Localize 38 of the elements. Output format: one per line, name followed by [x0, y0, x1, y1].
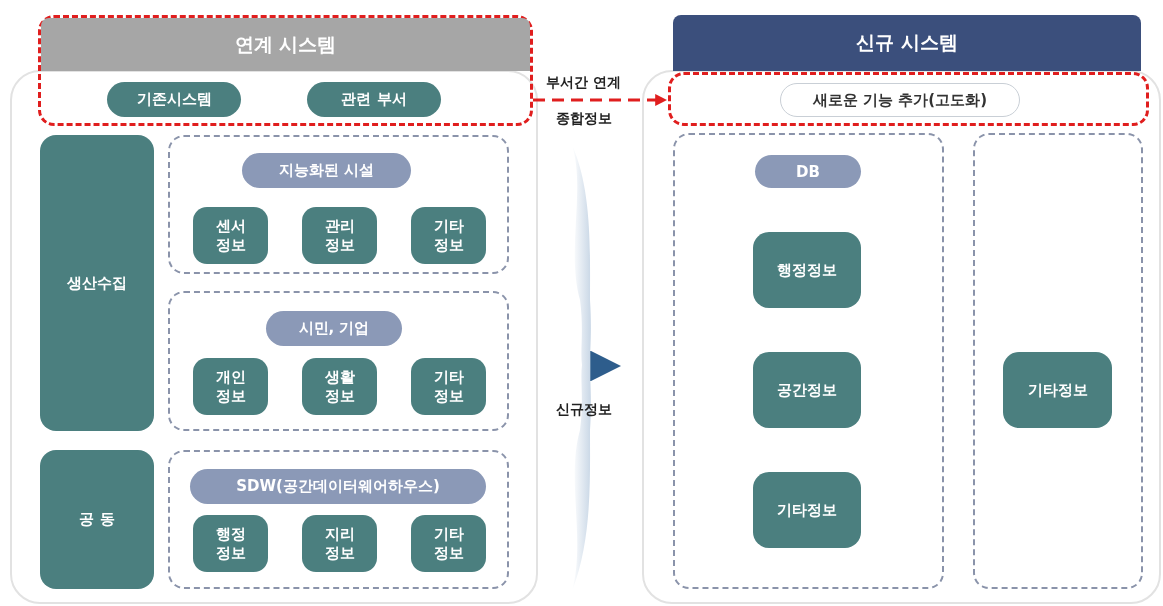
highlight-frame — [668, 72, 1149, 126]
info-box: 행정 정보 — [193, 515, 268, 572]
info-box: 기타 정보 — [411, 207, 486, 264]
group-title: DB — [755, 155, 861, 188]
flow-arrow — [588, 350, 622, 382]
note-label: 종합정보 — [556, 110, 612, 128]
group-frame — [168, 450, 509, 589]
info-box: 기타정보 — [1003, 352, 1112, 428]
info-box: 기타정보 — [753, 472, 861, 548]
group-title: SDW(공간데이터웨어하우스) — [190, 469, 486, 504]
info-box: 공간정보 — [753, 352, 861, 428]
panel-background — [10, 70, 538, 604]
info-box: 생활 정보 — [302, 358, 377, 415]
info-box: 센서 정보 — [193, 207, 268, 264]
group-title: 시민, 기업 — [266, 311, 402, 346]
group-title: 지능화된 시설 — [242, 153, 411, 188]
connector-arrow — [533, 94, 668, 106]
pill-label: 새로운 기능 추가(고도화) — [780, 83, 1020, 117]
group-frame — [168, 291, 509, 431]
edge-label: 신규정보 — [556, 401, 612, 419]
pill-label: 기존시스템 — [107, 82, 241, 117]
group-frame — [673, 133, 944, 589]
pill-label: 관련 부서 — [307, 82, 441, 117]
info-box: 관리 정보 — [302, 207, 377, 264]
category-box: 공 동 — [40, 450, 154, 589]
group-frame — [168, 135, 509, 274]
edge-label: 부서간 연계 — [546, 74, 621, 92]
header-bar: 신규 시스템 — [673, 15, 1141, 71]
info-box: 기타 정보 — [411, 515, 486, 572]
highlight-frame — [38, 15, 533, 126]
info-box: 개인 정보 — [193, 358, 268, 415]
group-frame — [973, 133, 1143, 589]
header-bar: 연계 시스템 — [41, 18, 530, 71]
category-box: 생산수집 — [40, 135, 154, 431]
info-box: 기타 정보 — [411, 358, 486, 415]
info-box: 행정정보 — [753, 232, 861, 308]
panel-background — [642, 70, 1161, 604]
info-box: 지리 정보 — [302, 515, 377, 572]
